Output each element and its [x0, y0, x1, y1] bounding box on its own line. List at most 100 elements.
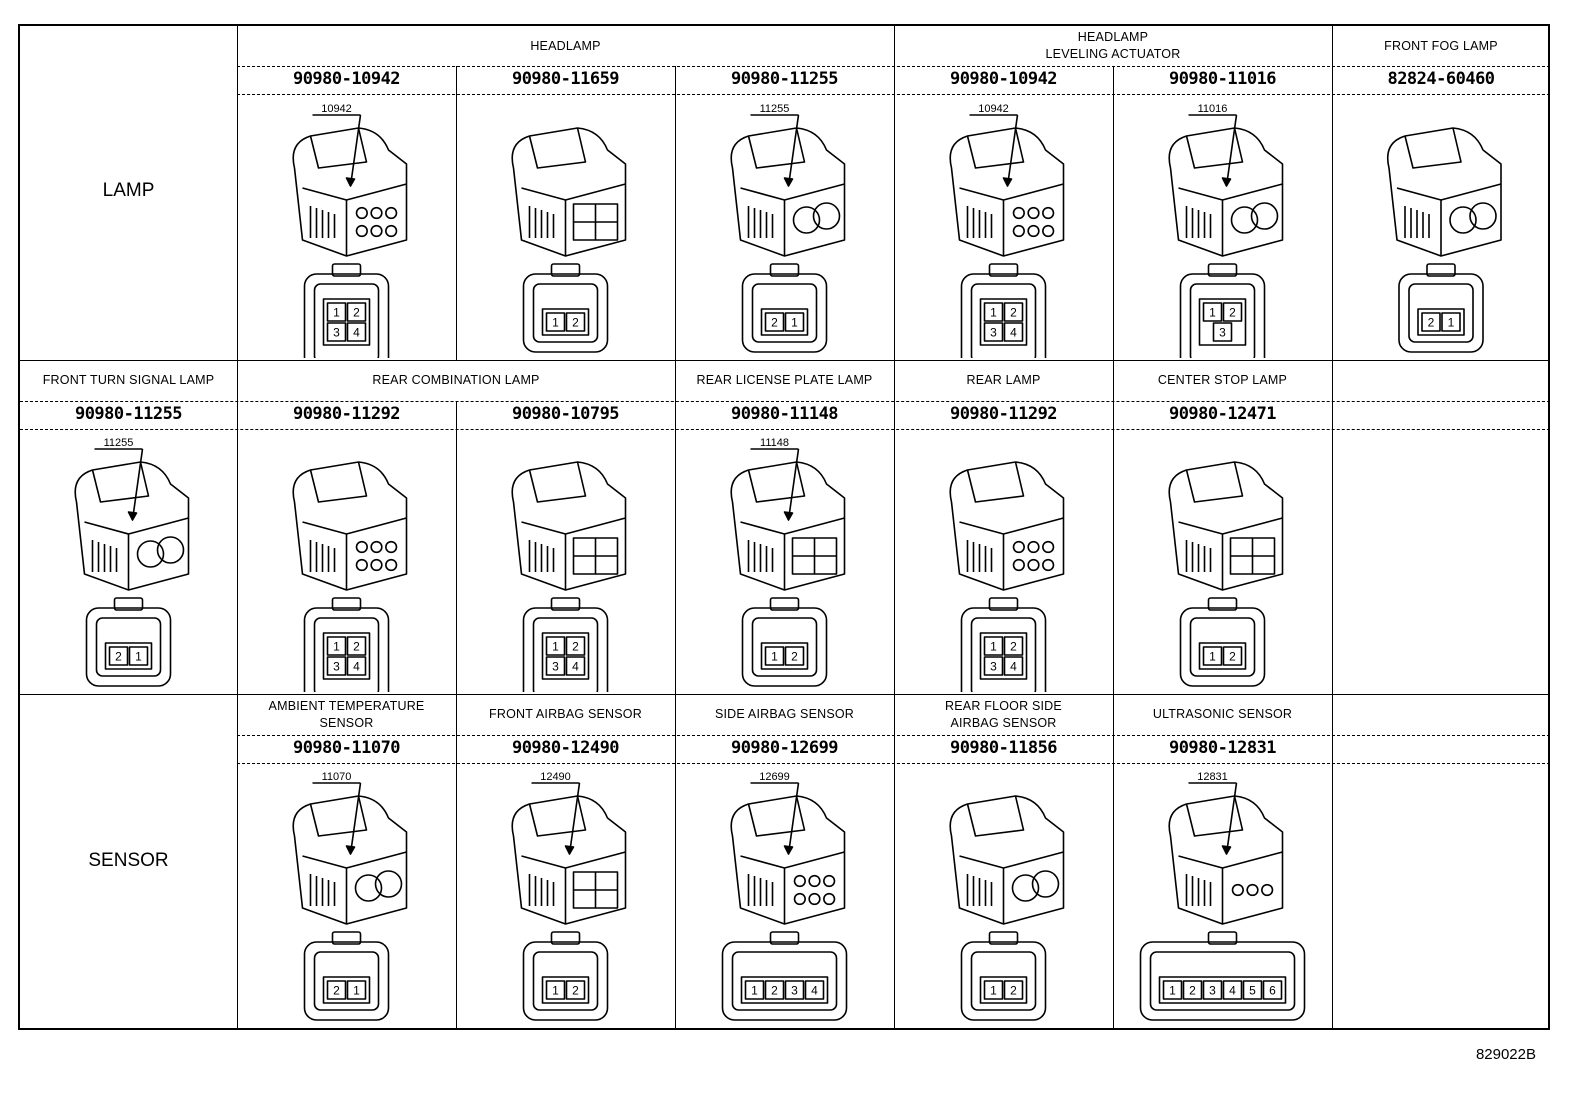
pin-number: 2 — [353, 640, 360, 654]
col-line — [894, 360, 895, 694]
pin-cavity — [545, 980, 566, 1000]
connector-label: 11148 — [760, 437, 789, 449]
connector-body-3d — [1168, 795, 1284, 925]
pin-cavity — [1162, 980, 1183, 1000]
pin-cavity — [744, 980, 765, 1000]
col-line — [456, 694, 457, 1030]
col-line — [1332, 694, 1333, 1030]
title-divider-r2 — [20, 401, 1550, 402]
connector-body-3d — [949, 127, 1065, 257]
part-number: 90980-11016 — [1168, 69, 1277, 89]
pin-number: 1 — [771, 650, 778, 664]
col-line — [675, 66, 676, 360]
col-line — [1113, 694, 1114, 1030]
title-ultrasonic-sensor: ULTRASONIC SENSOR — [1152, 707, 1293, 721]
pin-number: 1 — [1209, 306, 1216, 320]
connector-body-3d — [1168, 461, 1284, 591]
row-separator-1 — [20, 360, 1550, 361]
pin-cavity — [565, 312, 586, 332]
connector-body-3d — [511, 127, 627, 257]
connector-face — [1398, 273, 1484, 353]
pin-cavity — [1003, 302, 1024, 322]
pin-cavity — [1003, 636, 1024, 656]
pin-number: 2 — [572, 984, 579, 998]
connector-body-3d — [949, 795, 1065, 925]
pin-cavity — [764, 980, 785, 1000]
pin-number: 3 — [333, 326, 340, 340]
pin-cavity — [1222, 646, 1243, 666]
pin-cavity — [1202, 302, 1223, 322]
title-side-airbag-sensor: SIDE AIRBAG SENSOR — [714, 707, 855, 721]
connector-face — [721, 941, 848, 1021]
part-number: 90980-12490 — [511, 738, 620, 758]
connector-face — [960, 273, 1047, 358]
connector-face — [303, 273, 390, 358]
pin-number: 1 — [990, 984, 997, 998]
pin-number: 1 — [751, 984, 758, 998]
title-rear-lamp: REAR LAMP — [966, 373, 1041, 387]
pin-number: 3 — [333, 660, 340, 674]
pin-number: 4 — [353, 326, 360, 340]
pin-cavity — [128, 646, 149, 666]
pin-cavity — [565, 980, 586, 1000]
pin-number: 1 — [552, 984, 559, 998]
pin-number: 2 — [791, 650, 798, 664]
pin-cavity — [1441, 312, 1461, 332]
part-number: 90980-12471 — [1168, 404, 1277, 424]
pin-number: 3 — [1209, 984, 1216, 998]
pin-cavity — [1182, 980, 1203, 1000]
title-front-turn-signal-lamp: FRONT TURN SIGNAL LAMP — [42, 373, 215, 387]
title-divider-r3 — [237, 735, 1550, 736]
pin-cavity — [983, 980, 1004, 1000]
connector-face — [741, 607, 828, 687]
part-number: 90980-10795 — [511, 404, 620, 424]
connector-face — [1179, 273, 1266, 358]
pin-number: 1 — [791, 316, 798, 330]
pin-number: 3 — [990, 326, 997, 340]
connector-body-3d — [730, 795, 846, 925]
part-number: 82824-60460 — [1387, 69, 1495, 89]
col-line — [237, 694, 238, 1030]
pin-number: 1 — [990, 306, 997, 320]
part-number: 90980-11292 — [949, 404, 1058, 424]
pin-cavity — [326, 980, 347, 1000]
pin-number: 3 — [791, 984, 798, 998]
pin-number: 2 — [333, 984, 340, 998]
pin-number: 2 — [353, 306, 360, 320]
pin-number: 1 — [135, 650, 142, 664]
pin-cavity — [545, 656, 566, 676]
pin-cavity — [545, 312, 566, 332]
connector-body-3d — [292, 795, 408, 925]
pin-cavity — [1003, 980, 1024, 1000]
col-line — [456, 401, 457, 694]
col-line — [1332, 360, 1333, 694]
pin-cavity — [326, 636, 347, 656]
part-divider-r3 — [237, 763, 1550, 764]
part-divider-r1 — [237, 94, 1550, 95]
pin-number: 1 — [333, 306, 340, 320]
col-line — [1113, 360, 1114, 694]
title-divider-r1 — [237, 66, 1550, 67]
diagram-code: 829022B — [1475, 1046, 1536, 1063]
part-number: 90980-12831 — [1168, 738, 1277, 758]
pin-cavity — [1202, 646, 1223, 666]
connector-face — [960, 607, 1047, 692]
pin-cavity — [326, 656, 347, 676]
part-number: 90980-11255 — [730, 69, 839, 89]
connector-body-3d — [730, 127, 846, 257]
pin-number: 4 — [1010, 660, 1017, 674]
col-line — [675, 694, 676, 1030]
pin-cavity — [326, 322, 347, 342]
pin-number: 6 — [1269, 984, 1276, 998]
pin-number: 1 — [990, 640, 997, 654]
pin-number: 2 — [771, 984, 778, 998]
pin-number: 5 — [1249, 984, 1256, 998]
